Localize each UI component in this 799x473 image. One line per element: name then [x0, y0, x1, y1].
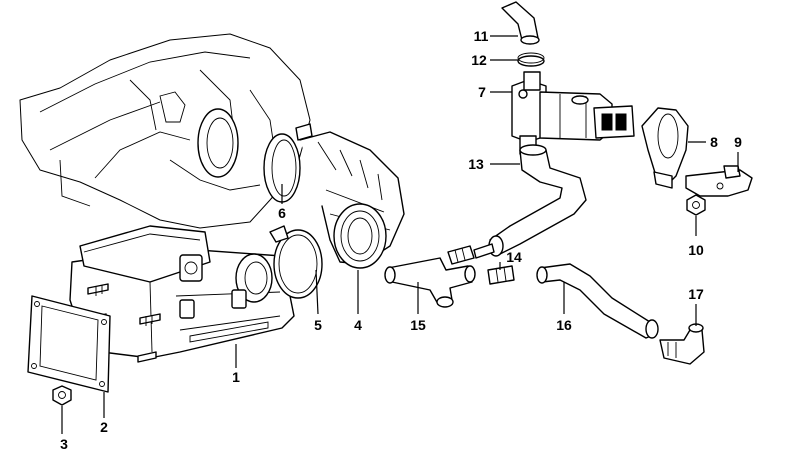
hose-13 [488, 144, 587, 257]
gasket [27, 295, 111, 393]
leader-lines [61, 35, 739, 434]
callout-5: 5 [314, 317, 322, 333]
callout-12: 12 [471, 52, 487, 68]
t-piece-15 [384, 257, 476, 308]
callout-9: 9 [734, 134, 742, 150]
bracket-8 [641, 107, 689, 189]
callout-10: 10 [688, 242, 704, 258]
hose-clamp-12 [517, 52, 545, 67]
hose-elbow-11 [501, 1, 540, 45]
callout-15: 15 [410, 317, 426, 333]
hose-16 [536, 263, 659, 339]
hose-clamp-6 [263, 123, 313, 203]
hose-clamp-5 [269, 225, 323, 299]
callout-2: 2 [100, 419, 108, 435]
holder-9 [685, 165, 753, 197]
nut-3 [52, 385, 72, 406]
air-flow-meter [69, 225, 295, 363]
callout-labels: 1 2 3 4 5 6 7 8 9 10 11 12 13 14 15 16 1… [60, 28, 742, 452]
callout-16: 16 [556, 317, 572, 333]
callout-11: 11 [474, 28, 489, 44]
elbow-17 [659, 323, 705, 365]
intake-manifold [19, 33, 311, 229]
callout-3: 3 [60, 436, 68, 452]
callout-7: 7 [478, 84, 486, 100]
idle-control-valve [511, 71, 635, 155]
callout-8: 8 [710, 134, 718, 150]
callout-13: 13 [468, 156, 484, 172]
nut-10 [686, 194, 706, 216]
callout-4: 4 [354, 317, 362, 333]
callout-17: 17 [688, 286, 704, 302]
connector-14 [447, 243, 515, 285]
callout-6: 6 [278, 205, 286, 221]
rubber-boot-4 [299, 131, 405, 269]
callout-14: 14 [506, 249, 522, 265]
callout-1: 1 [232, 369, 240, 385]
